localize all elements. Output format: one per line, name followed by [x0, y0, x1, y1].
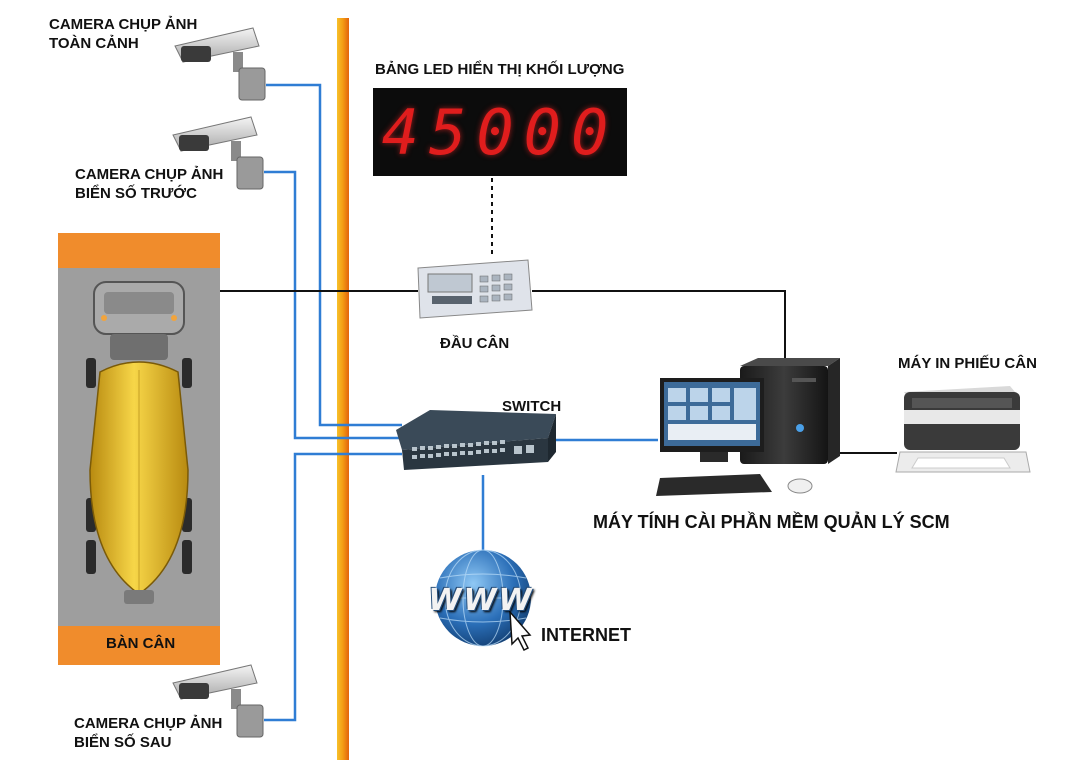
label-camera-front: CAMERA CHỤP ẢNH BIỂN SỐ TRƯỚC — [75, 165, 223, 203]
label-camera-rear: CAMERA CHỤP ẢNH BIỂN SỐ SAU — [74, 714, 222, 752]
camera-front-plate-image — [172, 116, 264, 190]
label-switch: SWITCH — [502, 398, 562, 415]
label-led-board: BẢNG LED HIỂN THỊ KHỐI LƯỢNG — [375, 61, 625, 78]
network-switch-image — [396, 410, 556, 470]
label-camera-overview-line2: TOÀN CẢNH — [49, 35, 139, 52]
printer-image — [895, 386, 1031, 473]
label-internet: INTERNET — [541, 625, 631, 645]
led-weight-value: 45000 — [381, 95, 619, 169]
computer-image — [656, 358, 840, 496]
label-camera-front-line2: BIỂN SỐ TRƯỚC — [75, 185, 197, 202]
weighing-indicator-image — [417, 259, 533, 319]
internet-globe-image — [435, 549, 532, 652]
label-camera-front-line1: CAMERA CHỤP ẢNH — [75, 166, 224, 183]
label-camera-rear-line1: CAMERA CHỤP ẢNH — [74, 715, 223, 732]
label-computer: MÁY TÍNH CÀI PHẦN MỀM QUẢN LÝ SCM — [593, 512, 950, 532]
label-printer: MÁY IN PHIẾU CÂN — [898, 355, 1037, 372]
camera-rear-plate-image — [172, 664, 264, 738]
network-cables — [264, 83, 658, 722]
label-camera-overview: CAMERA CHỤP ẢNH TOÀN CẢNH — [49, 15, 197, 53]
barrier-stripe — [337, 18, 349, 760]
mixer-truck-image — [86, 281, 192, 604]
label-camera-overview-line1: CAMERA CHỤP ẢNH — [49, 16, 198, 33]
globe-www-text: WWW — [428, 583, 534, 618]
label-scale: BÀN CÂN — [106, 635, 176, 652]
label-camera-rear-line2: BIỂN SỐ SAU — [74, 734, 172, 751]
led-display: 45000 — [373, 88, 627, 176]
camera-overview-image — [174, 27, 266, 101]
label-weighing-indicator: ĐẦU CÂN — [440, 335, 510, 352]
